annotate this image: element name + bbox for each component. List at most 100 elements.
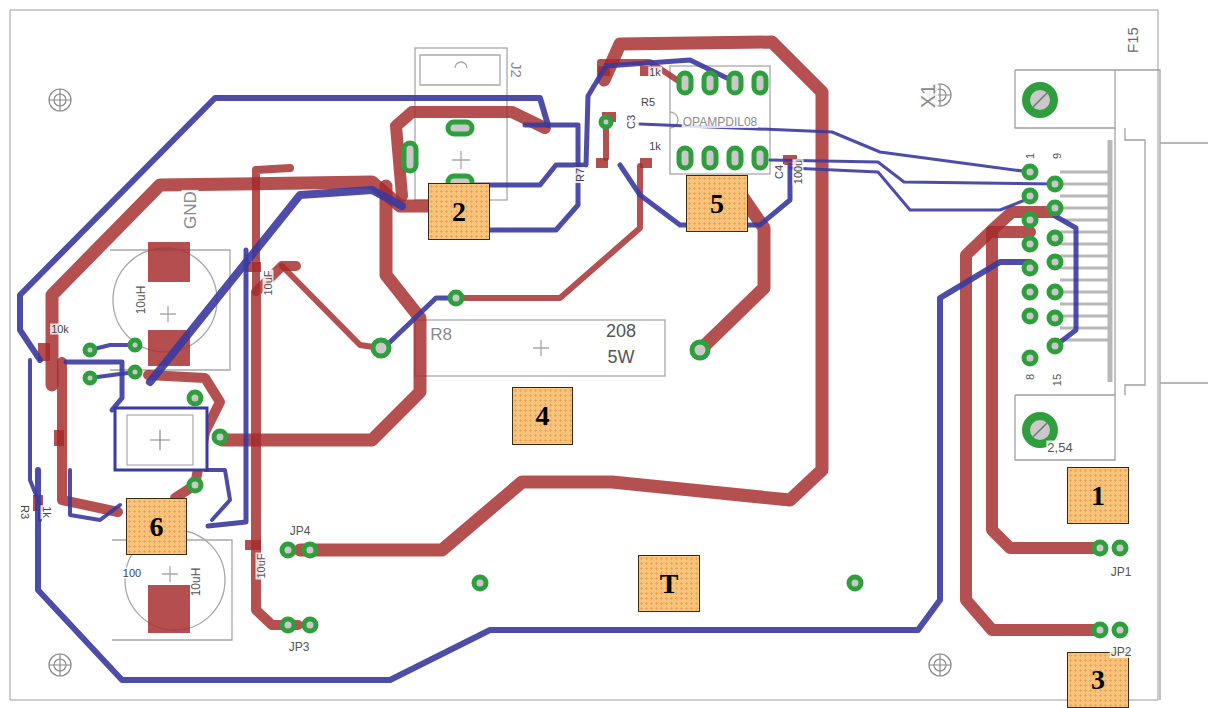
- through-hole-pad: [1114, 624, 1126, 636]
- mounting-hole: [929, 654, 951, 676]
- connector-outline: [1125, 128, 1145, 395]
- through-hole-pad: [474, 577, 486, 589]
- callout-box: 1: [1067, 467, 1129, 524]
- callout-box: 2: [428, 183, 490, 240]
- oval-pad: [404, 143, 416, 171]
- red-trace: [966, 232, 1100, 630]
- part-label: C3: [626, 114, 637, 130]
- connector-comb: [1060, 172, 1112, 340]
- through-hole-pad: [1024, 166, 1036, 178]
- through-hole-pad: [85, 345, 95, 355]
- component-outline: [420, 55, 500, 85]
- mounting-hole: [49, 654, 71, 676]
- blue-trace: [640, 124, 1030, 172]
- blue-trace: [770, 160, 1055, 184]
- oval-pad: [729, 148, 741, 168]
- through-hole-pad: [304, 619, 316, 631]
- component-outline: [162, 566, 178, 582]
- through-hole-pad: [1024, 190, 1036, 202]
- connector-comb: [1108, 140, 1113, 382]
- part-label: 5W: [607, 348, 636, 366]
- part-label: 1k: [648, 67, 662, 78]
- part-label: 2,54: [1046, 441, 1073, 454]
- part-label: JP1: [1110, 566, 1133, 578]
- oval-pad: [679, 148, 691, 168]
- ic-package: [115, 408, 207, 470]
- part-label: 208: [605, 322, 637, 340]
- through-hole-pad: [373, 340, 389, 356]
- part-label: 10uF: [263, 269, 274, 296]
- callout-box: 6: [126, 498, 187, 555]
- through-hole-pad: [130, 367, 140, 377]
- part-label: JP4: [289, 525, 312, 537]
- through-hole-pad: [849, 577, 861, 589]
- mounting-hole: [49, 89, 71, 111]
- through-hole-pad: [282, 544, 294, 556]
- connector-outline: [1160, 143, 1208, 383]
- part-label: J2: [509, 61, 524, 79]
- blue-trace: [390, 298, 456, 342]
- x1-mount-pad: [1026, 86, 1054, 444]
- through-hole-pad: [85, 373, 95, 383]
- board-outline: [10, 10, 1158, 700]
- part-label: R5: [640, 97, 656, 108]
- part-label: 15: [1052, 373, 1063, 387]
- through-hole-pad: [85, 117, 1126, 636]
- through-hole-pad: [601, 117, 611, 127]
- oval-pad: [729, 73, 741, 93]
- callout-number: T: [660, 570, 679, 598]
- component-outline: [670, 66, 770, 174]
- red-trace: [282, 266, 380, 348]
- component-outline: [160, 306, 176, 322]
- through-hole-pad: [1024, 238, 1036, 250]
- blue-trace: [38, 262, 1030, 680]
- oval-pad: [448, 122, 472, 134]
- part-label: JP3: [288, 641, 311, 653]
- blue-trace: [20, 98, 548, 360]
- red-trace: [256, 266, 298, 625]
- part-label: 10uH: [135, 285, 147, 316]
- part-label: JP2: [1110, 646, 1133, 658]
- connector-outline: [1015, 70, 1115, 128]
- callout-box: 5: [686, 175, 748, 232]
- part-label: 10uF: [256, 552, 267, 579]
- through-hole-pad: [1024, 214, 1036, 226]
- through-hole-pad: [130, 340, 140, 350]
- part-label: 1k: [648, 141, 662, 152]
- blue-trace: [20, 60, 1076, 680]
- oval-pad: [704, 148, 716, 168]
- part-label: R3: [19, 504, 30, 520]
- through-hole-pad: [304, 544, 316, 556]
- part-label: X1: [918, 83, 938, 109]
- through-hole-pad: [189, 479, 201, 491]
- through-hole-pad: [1049, 340, 1061, 352]
- smd-pad: [148, 242, 190, 282]
- callout-box: 4: [512, 387, 573, 445]
- red-trace: [52, 182, 432, 385]
- through-hole-pad: [692, 342, 708, 358]
- ic-package: [115, 408, 207, 470]
- through-hole-pad: [1049, 232, 1061, 244]
- connector-comb: [1060, 140, 1112, 382]
- red-trace: [300, 42, 822, 550]
- through-hole-pad: [214, 431, 226, 443]
- component-outline: [455, 62, 467, 68]
- oval-pad: [754, 73, 766, 93]
- callout-number: 6: [150, 513, 164, 541]
- mounting-hole: [49, 654, 71, 676]
- component-outline: [112, 540, 232, 640]
- oval-pad: [679, 73, 691, 93]
- part-label: 8: [1025, 373, 1036, 381]
- part-label: GND: [182, 190, 199, 230]
- component-outline: [533, 340, 549, 356]
- connector-outline: [1115, 70, 1160, 700]
- smd-pad: [148, 585, 190, 633]
- blue-trace: [790, 168, 1030, 210]
- part-label: 1k: [41, 505, 52, 519]
- component-outline: [415, 320, 665, 376]
- callout-box: T: [638, 555, 700, 612]
- blue-trace: [30, 360, 40, 520]
- ic-package: [150, 430, 170, 450]
